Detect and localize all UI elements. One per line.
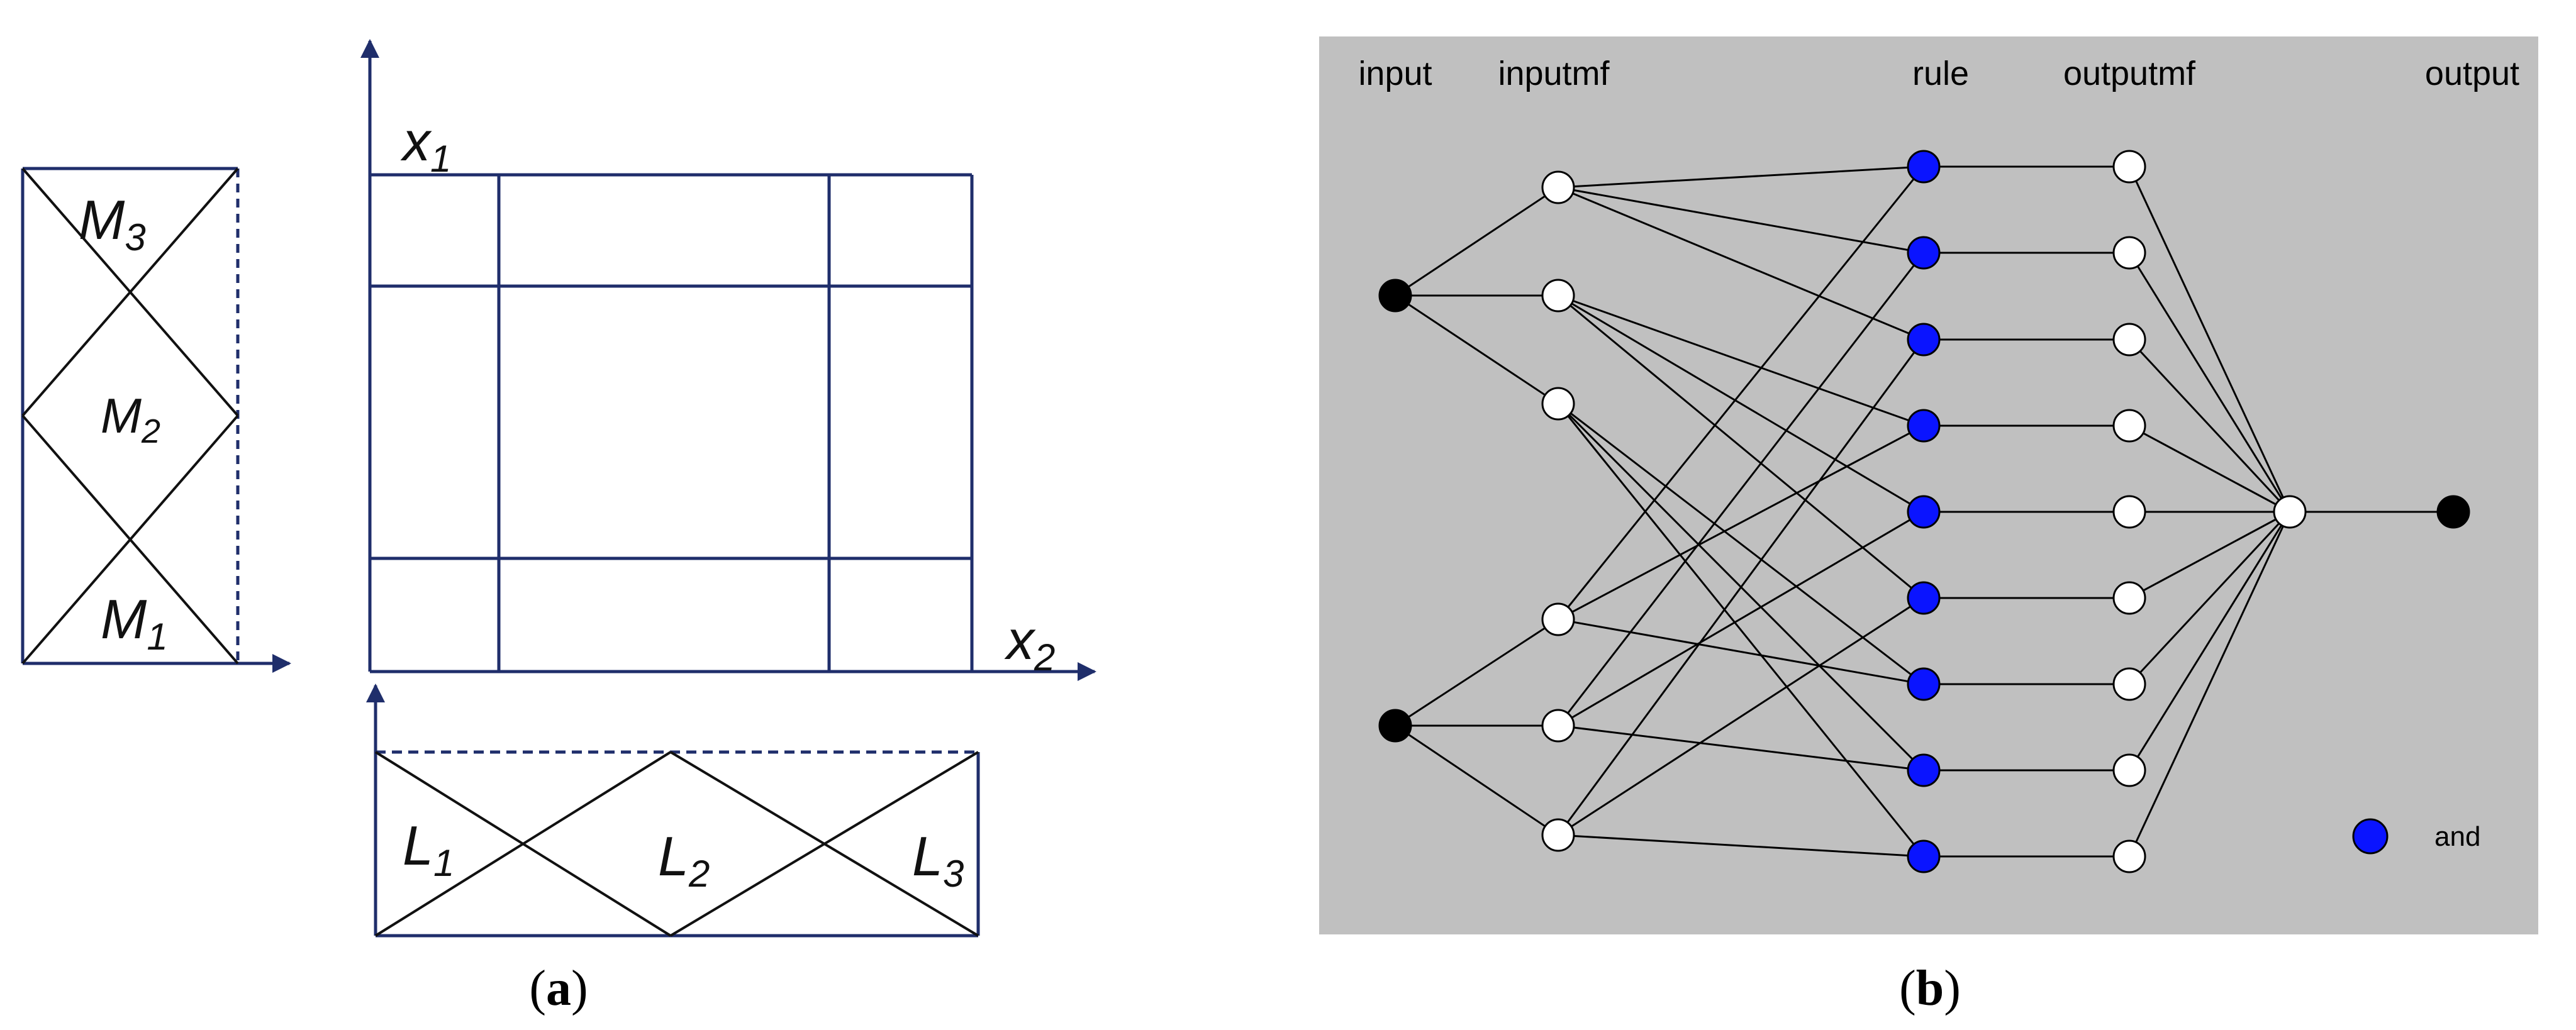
m1-label: M1 xyxy=(101,588,168,658)
edge-inputmf-to-rule xyxy=(1558,724,1924,772)
edge-inputmf-to-rule xyxy=(1558,294,1924,599)
l-membership-triangles xyxy=(374,751,979,937)
l3-label: L3 xyxy=(912,825,964,895)
edge-inputmf-to-rule xyxy=(1557,252,1925,726)
edge-outputmf-to-aggregate xyxy=(2128,252,2291,512)
edge-outputmf-to-aggregate xyxy=(2129,511,2290,599)
inputmf-node-4 xyxy=(1541,602,1575,636)
m-membership-triangles xyxy=(21,167,239,665)
layer-label-outputmf: outputmf xyxy=(2063,55,2196,92)
edge-outputmf-to-aggregate xyxy=(2128,511,2291,771)
edge-outputmf-to-aggregate xyxy=(2129,424,2290,513)
edge-outputmf-to-aggregate xyxy=(2128,511,2291,857)
x2-axis-label: x2 xyxy=(1004,609,1055,678)
panel-b-caption: (b) xyxy=(1899,961,1961,1016)
outputmf-node-8 xyxy=(2112,753,2146,787)
edge-input-to-inputmf xyxy=(1395,724,1559,836)
input-node-1 xyxy=(1378,279,1412,313)
m3-label: M3 xyxy=(79,189,146,258)
outputmf-node-3 xyxy=(2112,323,2146,357)
edge-inputmf-to-rule xyxy=(1558,186,1924,254)
rule-node-4 xyxy=(1907,409,1941,443)
layer-label-inputmf: inputmf xyxy=(1498,55,1610,92)
edge-inputmf-to-rule xyxy=(1558,402,1924,685)
rule-node-2 xyxy=(1907,236,1941,270)
rule-node-3 xyxy=(1907,323,1941,357)
inputmf-node-3 xyxy=(1541,387,1575,421)
edge-inputmf-to-rule xyxy=(1558,834,1924,858)
inputmf-node-2 xyxy=(1541,279,1575,313)
edge-inputmf-to-rule xyxy=(1558,424,1924,621)
rule-node-1 xyxy=(1907,150,1941,184)
l-membership-box xyxy=(366,684,980,938)
outputmf-node-7 xyxy=(2112,667,2146,701)
partition-grid xyxy=(360,39,1096,681)
edge-input-to-inputmf xyxy=(1395,294,1559,405)
outputmf-node-4 xyxy=(2112,409,2146,443)
edge-inputmf-to-rule xyxy=(1557,403,1925,857)
x1-axis-label: x1 xyxy=(400,110,451,180)
m2-label: M2 xyxy=(101,388,160,450)
layer-label-rule: rule xyxy=(1912,55,1969,92)
rule-node-7 xyxy=(1907,667,1941,701)
edge-inputmf-to-rule xyxy=(1558,294,1924,513)
outputmf-node-9 xyxy=(2112,839,2146,873)
anfis-edges xyxy=(1395,165,2453,858)
edge-input-to-inputmf xyxy=(1395,618,1559,727)
edge-inputmf-to-rule xyxy=(1558,165,1924,189)
layer-label-input: input xyxy=(1358,55,1432,92)
edge-inputmf-to-rule xyxy=(1558,618,1924,685)
l2-rising-line xyxy=(374,751,672,937)
outputmf-node-6 xyxy=(2112,581,2146,615)
edge-outputmf-to-aggregate xyxy=(2128,511,2291,685)
legend-and-label: and xyxy=(2434,821,2480,852)
layer-label-output: output xyxy=(2425,55,2519,92)
edge-inputmf-to-rule xyxy=(1558,294,1924,427)
inputmf-node-5 xyxy=(1541,709,1575,743)
l1-label: L1 xyxy=(403,814,454,884)
edge-outputmf-to-aggregate xyxy=(2128,338,2291,513)
panel-a-caption: (a) xyxy=(529,961,588,1016)
inputmf-node-1 xyxy=(1541,170,1575,204)
l2-label: L2 xyxy=(658,825,710,895)
panel-b: input inputmf rule outputmf output and (… xyxy=(1319,36,2538,1016)
edge-outputmf-to-aggregate xyxy=(2128,166,2291,512)
outputmf-node-1 xyxy=(2112,150,2146,184)
input-node-2 xyxy=(1378,709,1412,743)
rule-node-9 xyxy=(1907,839,1941,873)
rule-node-5 xyxy=(1907,495,1941,529)
rule-node-8 xyxy=(1907,753,1941,787)
edge-inputmf-to-rule xyxy=(1557,402,1925,772)
edge-input-to-inputmf xyxy=(1395,186,1559,297)
edge-inputmf-to-rule xyxy=(1558,186,1924,341)
outputmf-node-2 xyxy=(2112,236,2146,270)
m1-rising-line xyxy=(21,414,239,665)
outputmf-node-5 xyxy=(2112,495,2146,529)
rule-node-6 xyxy=(1907,581,1941,615)
m3-rising-line xyxy=(21,167,239,417)
inputmf-node-6 xyxy=(1541,818,1575,852)
l3-rising-line xyxy=(669,751,979,937)
anfis-nodes xyxy=(1378,150,2470,873)
panel-a: M3 M2 M1 x1 x2 L1 L2 xyxy=(21,39,1096,1016)
legend-and-node xyxy=(2352,818,2389,855)
aggregate-node xyxy=(2273,495,2307,529)
output-node xyxy=(2436,495,2470,529)
